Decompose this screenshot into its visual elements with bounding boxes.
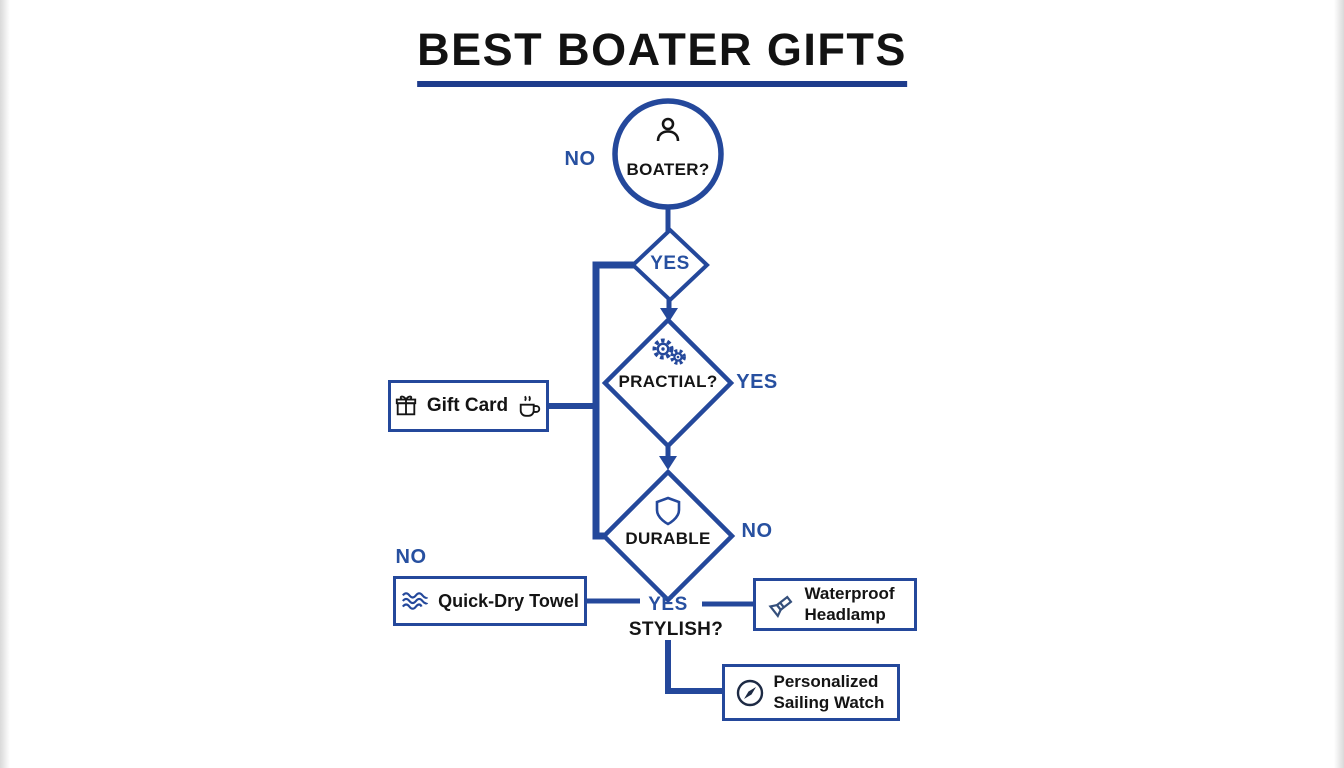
gift-card-box: Gift Card: [388, 380, 549, 432]
durable-diamond: [600, 468, 736, 604]
edge-label-yes-durable: YES: [648, 594, 688, 615]
waterproof-headlamp-box: Waterproof Headlamp: [753, 578, 917, 631]
gift-icon: [394, 394, 418, 418]
wave-icon: [401, 591, 429, 611]
waterproof-headlamp-label: Waterproof Headlamp: [804, 584, 895, 624]
personalized-sailing-watch-box: Personalized Sailing Watch: [722, 664, 900, 721]
practical-diamond: [601, 316, 735, 450]
arrowhead-durable: [659, 456, 677, 470]
stylish-node-label: STYLISH?: [628, 619, 724, 640]
arrowhead-practical: [660, 308, 678, 322]
compass-icon: [735, 678, 765, 708]
durable-node-label: DURABLE: [625, 529, 711, 548]
boater-node-label: BOATER?: [626, 160, 710, 179]
connector-left-elbow: [592, 261, 634, 540]
edge-label-no-durable: NO: [741, 520, 773, 542]
flashlight-icon: [767, 591, 796, 619]
personalized-sailing-watch-label: Personalized Sailing Watch: [773, 672, 885, 712]
edge-label-yes-practical: YES: [736, 371, 778, 393]
page-title: BEST BOATER GIFTS: [417, 24, 907, 87]
quick-dry-towel-label: Quick-Dry Towel: [438, 590, 579, 611]
edge-label-no-quick-dry: NO: [395, 546, 427, 568]
edge-label-no-boater: NO: [564, 148, 596, 170]
edge-label-yes-boater: YES: [650, 253, 690, 274]
quick-dry-towel-box: Quick-Dry Towel: [393, 576, 587, 626]
coffee-cup-icon: [517, 394, 543, 419]
boater-circle: [612, 98, 724, 210]
shield-icon: [654, 496, 682, 526]
gift-card-label: Gift Card: [426, 395, 509, 416]
person-icon: [653, 116, 683, 143]
practical-node-label: PRACTIAL?: [618, 372, 718, 391]
gears-icon: [648, 337, 688, 367]
connector-watch-elbow: [665, 640, 722, 694]
yes-diamond: [630, 227, 710, 303]
